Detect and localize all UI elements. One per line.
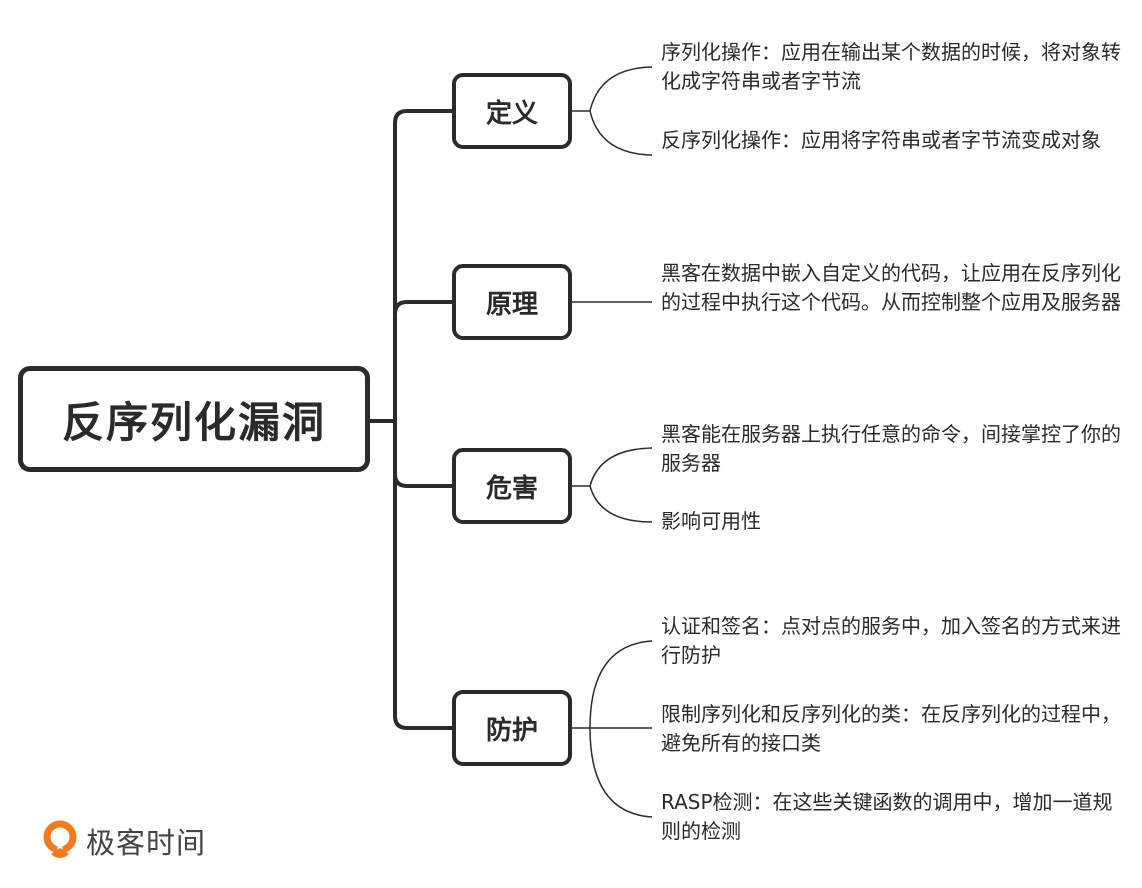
leaf-node[interactable]: 认证和签名：点对点的服务中，加入签名的方式来进行防护	[661, 614, 1121, 667]
logo-text: 极客时间	[86, 826, 207, 860]
leaf-curve-weihai-1	[589, 447, 653, 487]
branch-node-principle[interactable]: 原理	[452, 264, 572, 340]
branch-label: 防护	[485, 715, 538, 746]
branch-node-protection[interactable]: 防护	[452, 690, 572, 766]
branch-connector-yuanli	[393, 300, 452, 315]
leaf-curve-dingyi-1	[589, 66, 653, 112]
root-label: 反序列化漏洞	[61, 397, 326, 447]
leaf-curve-fanghu-1	[589, 640, 653, 729]
root-node[interactable]: 反序列化漏洞	[18, 366, 370, 472]
branch-label: 原理	[485, 289, 538, 320]
leaf-node[interactable]: RASP检测：在这些关键函数的调用中，增加一道规则的检测	[661, 790, 1113, 843]
leaf-node[interactable]: 序列化操作：应用在输出某个数据的时候，将对象转化成字符串或者字节流	[661, 40, 1121, 93]
leaf-node[interactable]: 影响可用性	[661, 509, 761, 533]
geektime-logo-icon	[43, 820, 77, 858]
leaf-curve-weihai-2	[589, 485, 653, 523]
branch-connector-weihai	[393, 473, 452, 488]
branch-label: 危害	[485, 473, 538, 504]
leaf-curve-fanghu-3	[589, 727, 653, 818]
branch-node-harm[interactable]: 危害	[452, 448, 572, 524]
branch-node-definition[interactable]: 定义	[452, 73, 572, 149]
leaf-node[interactable]: 黑客能在服务器上执行任意的命令，间接掌控了你的服务器	[661, 422, 1121, 475]
branch-label: 定义	[485, 98, 538, 129]
trunk-connector	[393, 109, 452, 730]
leaf-node[interactable]: 限制序列化和反序列化的类：在反序列化的过程中，避免所有的接口类	[661, 702, 1121, 755]
geektime-logo: 极客时间	[42, 820, 206, 862]
leaf-node[interactable]: 反序列化操作：应用将字符串或者字节流变成对象	[661, 128, 1101, 152]
leaf-node[interactable]: 黑客在数据中嵌入自定义的代码，让应用在反序列化的过程中执行这个代码。从而控制整个…	[661, 261, 1121, 314]
leaf-curve-dingyi-2	[589, 110, 653, 156]
